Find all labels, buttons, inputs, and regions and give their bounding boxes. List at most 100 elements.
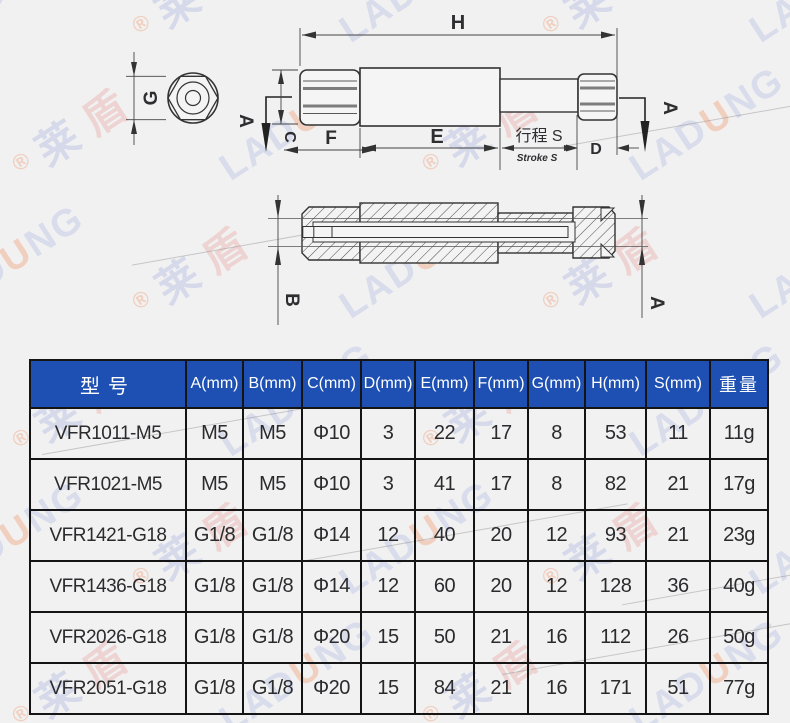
dim-E [362, 128, 501, 170]
cell-value: 40 [414, 509, 475, 562]
cell-value: 60 [414, 560, 475, 613]
front-view [167, 72, 219, 124]
cell-value: 128 [584, 560, 647, 613]
col-header-9: S(mm) [645, 359, 711, 409]
cell-value: 84 [414, 662, 475, 715]
cell-value: Φ20 [301, 662, 362, 715]
cell-value: 17 [473, 407, 529, 460]
cell-value: 93 [584, 509, 647, 562]
col-header-3: C(mm) [301, 359, 362, 409]
section-bore-lines [268, 218, 648, 247]
dim-label-h: H [451, 12, 465, 34]
cell-model: VFR1436-G18 [29, 560, 187, 613]
cell-value: 17g [709, 458, 769, 511]
cell-value: 11 [645, 407, 711, 460]
cell-value: 50g [709, 611, 769, 664]
cell-value: 23g [709, 509, 769, 562]
col-header-8: H(mm) [584, 359, 647, 409]
cell-value: G1/8 [242, 662, 303, 715]
section-label-a-right: A [659, 101, 680, 115]
cell-model: VFR1011-M5 [29, 407, 187, 460]
cell-value: 21 [645, 509, 711, 562]
col-header-1: A(mm) [185, 359, 244, 409]
cell-value: 41 [414, 458, 475, 511]
stroke-label-en: Stroke S [517, 153, 558, 164]
cell-value: G1/8 [185, 611, 244, 664]
cell-value: M5 [185, 407, 244, 460]
dim-C [272, 69, 298, 125]
section-view [301, 202, 616, 264]
dim-H [299, 28, 618, 155]
cell-value: 16 [527, 611, 586, 664]
cell-value: Φ20 [301, 611, 362, 664]
cell-value: Φ10 [301, 458, 362, 511]
cell-value: 11g [709, 407, 769, 460]
cell-value: G1/8 [185, 560, 244, 613]
cell-value: 82 [584, 458, 647, 511]
col-header-10: 重量 [709, 359, 769, 409]
col-header-7: G(mm) [527, 359, 586, 409]
cell-model: VFR2026-G18 [29, 611, 187, 664]
dim-A-section [639, 195, 645, 318]
dim-label-f: F [325, 128, 337, 149]
cell-value: 51 [645, 662, 711, 715]
dim-label-c: C [281, 131, 298, 143]
cell-value: Φ10 [301, 407, 362, 460]
dim-B [275, 195, 281, 325]
cell-value: 171 [584, 662, 647, 715]
technical-drawing: G A H C [126, 12, 680, 325]
cell-value: 53 [584, 407, 647, 460]
cell-value: 8 [527, 458, 586, 511]
col-header-2: B(mm) [242, 359, 303, 409]
stroke-label-cn: 行程 S [515, 127, 562, 145]
cell-value: 12 [360, 509, 416, 562]
cell-value: 21 [473, 662, 529, 715]
dim-D [556, 144, 639, 152]
col-header-5: E(mm) [414, 359, 475, 409]
cell-value: 15 [360, 662, 416, 715]
cell-value: M5 [185, 458, 244, 511]
dim-label-e: E [430, 126, 443, 148]
cell-value: 3 [360, 458, 416, 511]
dim-label-d: D [590, 141, 602, 158]
cell-model: VFR1421-G18 [29, 509, 187, 562]
cell-value: 12 [527, 509, 586, 562]
section-arrow-left [261, 96, 292, 152]
col-header-0: 型号 [29, 359, 187, 409]
cell-value: M5 [242, 407, 303, 460]
dim-label-g: G [141, 91, 162, 106]
cell-value: 3 [360, 407, 416, 460]
cell-value: 50 [414, 611, 475, 664]
cell-value: 12 [360, 560, 416, 613]
cell-value: 15 [360, 611, 416, 664]
cell-value: 77g [709, 662, 769, 715]
cell-value: 17 [473, 458, 529, 511]
col-header-4: D(mm) [360, 359, 416, 409]
cell-value: Φ14 [301, 509, 362, 562]
cell-value: 20 [473, 560, 529, 613]
cell-value: 21 [473, 611, 529, 664]
cell-value: 20 [473, 509, 529, 562]
cell-value: 40g [709, 560, 769, 613]
dim-G [126, 52, 166, 145]
cell-value: G1/8 [242, 560, 303, 613]
cell-value: 16 [527, 662, 586, 715]
cell-model: VFR2051-G18 [29, 662, 187, 715]
cell-value: M5 [242, 458, 303, 511]
section-label-a-left: A [235, 114, 256, 128]
col-header-6: F(mm) [473, 359, 529, 409]
cell-value: G1/8 [242, 611, 303, 664]
cell-value: 112 [584, 611, 647, 664]
cell-value: 36 [645, 560, 711, 613]
dim-label-b: B [281, 293, 302, 307]
cell-model: VFR1021-M5 [29, 458, 187, 511]
